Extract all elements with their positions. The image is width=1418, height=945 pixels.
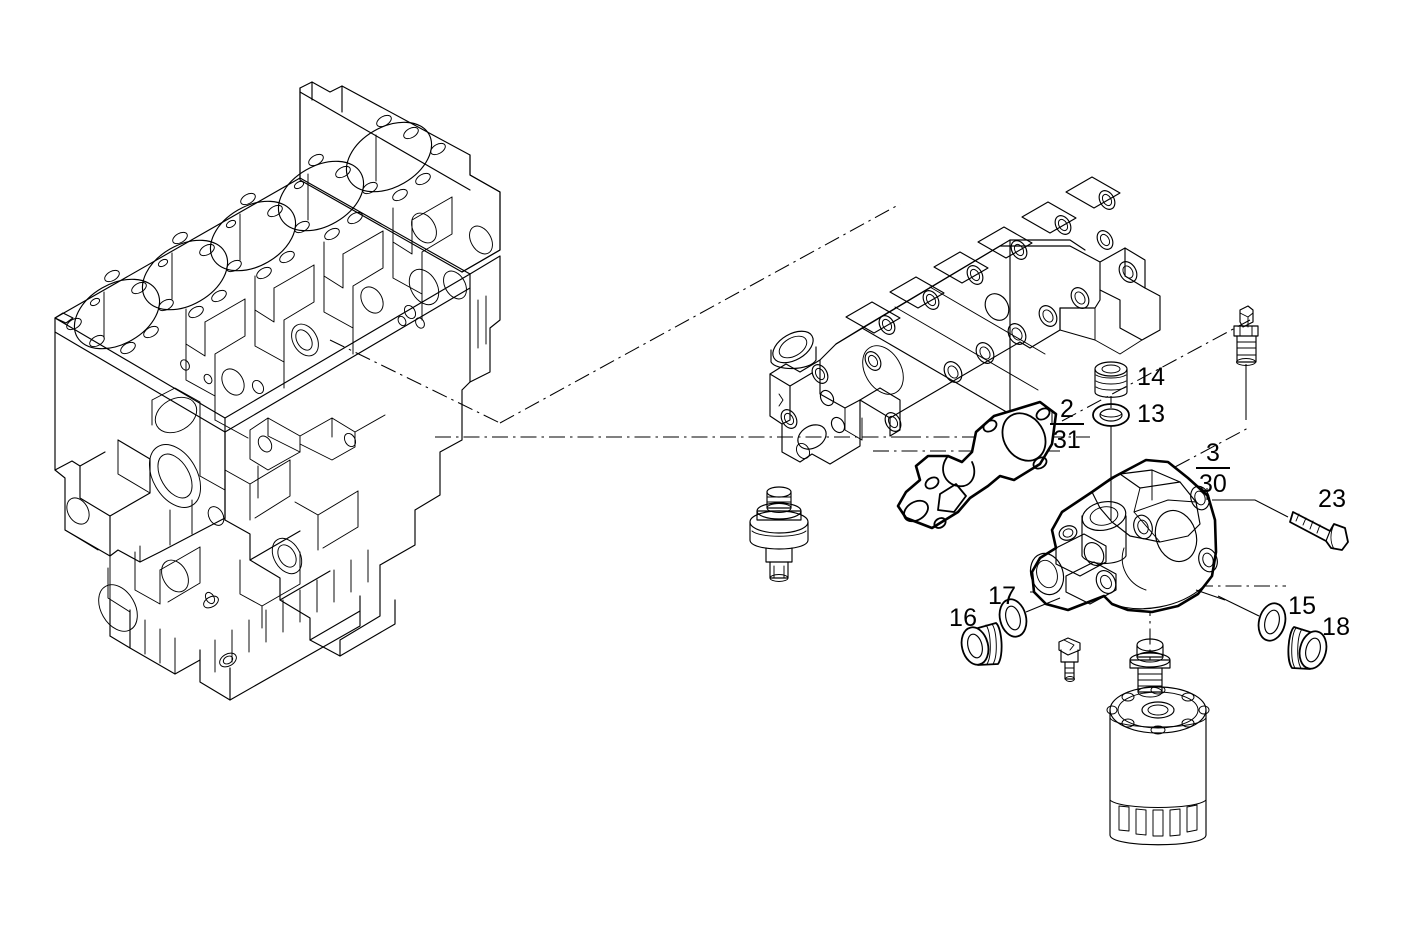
callout-18: 18	[1322, 613, 1351, 641]
engine-block	[54, 81, 501, 701]
callout-23: 23	[1318, 485, 1347, 513]
part-13-sealing-ring	[1092, 403, 1130, 520]
part-16-screw-plug	[960, 622, 1003, 666]
block-internal-ribs	[64, 196, 467, 632]
callout-3-30: 3 30	[1196, 440, 1230, 497]
oil-pressure-sensor	[749, 486, 809, 582]
oil-cooler	[769, 176, 1161, 465]
callout-14: 14	[1137, 363, 1166, 391]
callout-2-31-bar	[1050, 423, 1084, 425]
oil-filter-crimp-slots	[1118, 804, 1198, 837]
oil-filter-housing	[1029, 458, 1218, 614]
part-15-sealing-ring	[1217, 595, 1287, 642]
callout-3-30-bar	[1196, 467, 1230, 469]
part-23-hex-bolt	[1212, 499, 1349, 551]
callout-3-30-numerator: 3	[1205, 439, 1220, 467]
drain-screw	[1058, 637, 1081, 682]
temperature-sensor	[1233, 305, 1259, 420]
oil-cooler-bolt-bosses	[943, 230, 1138, 383]
oil-cooler-tube-stubs	[845, 176, 1121, 335]
part-17-sealing-ring	[998, 597, 1061, 638]
cylinder-bores	[73, 121, 433, 350]
leader-lines	[1051, 410, 1226, 601]
block-bottom-rail	[109, 549, 369, 701]
callout-17: 17	[988, 582, 1017, 610]
callout-16: 16	[949, 604, 978, 632]
callout-2-31: 2 31	[1050, 396, 1084, 453]
part-14-screw-plug	[1094, 361, 1128, 408]
oil-filter	[1106, 685, 1210, 846]
callout-3-30-denominator: 30	[1199, 470, 1227, 498]
oil-cooler-gasket	[896, 400, 1058, 530]
callout-13: 13	[1137, 400, 1166, 428]
callout-2-31-denominator: 31	[1053, 426, 1081, 454]
head-bolt-holes	[66, 114, 446, 355]
filter-nipple	[1129, 638, 1171, 698]
part-18-screw-plug	[1287, 626, 1328, 670]
callout-15: 15	[1288, 592, 1317, 620]
callout-2-31-numerator: 2	[1059, 395, 1074, 423]
